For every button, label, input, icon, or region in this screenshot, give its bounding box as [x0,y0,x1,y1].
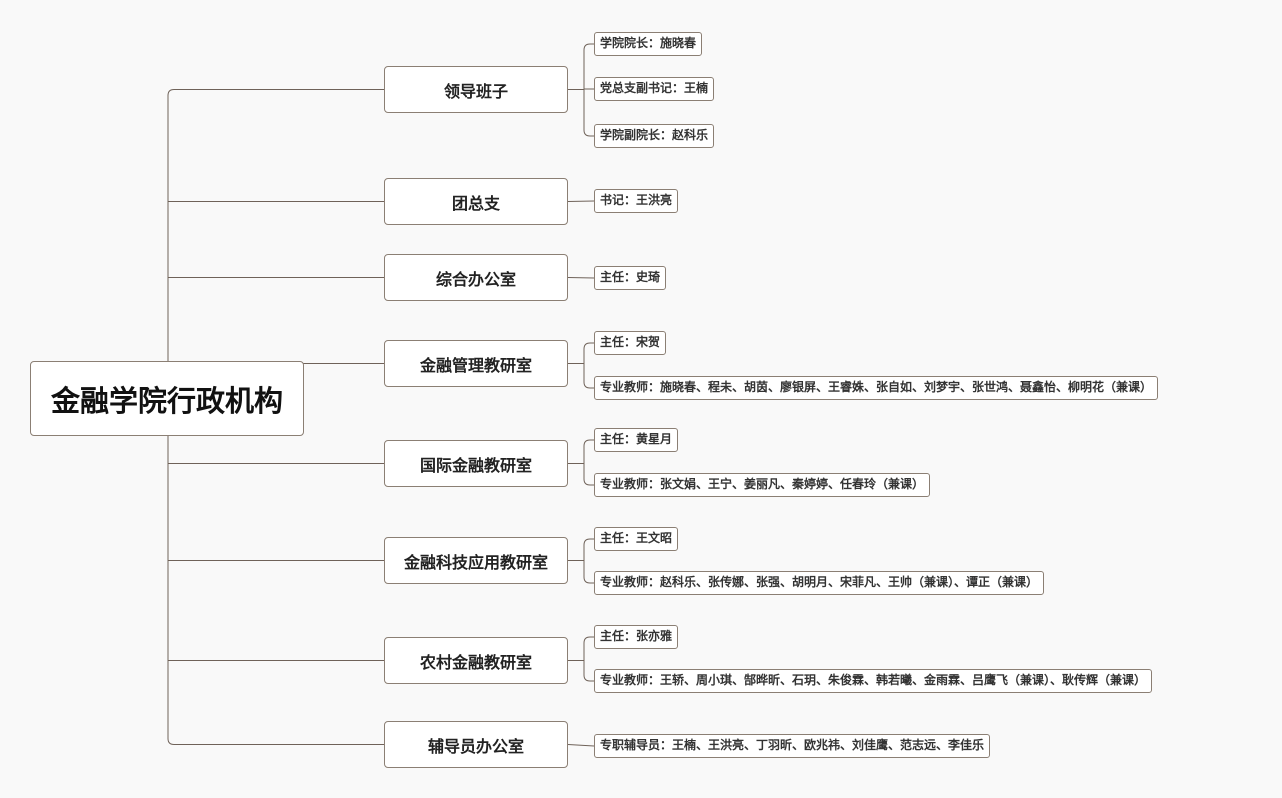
leaf-teachers: 专业教师：赵科乐、张传娜、张强、胡明月、宋菲凡、王帅（兼课）、谭正（兼课） [594,571,1045,595]
connector-leaf-line [583,129,594,137]
branch-node-counselor-office: 辅导员办公室 [384,721,568,768]
branch-node-international-finance: 国际金融教研室 [384,440,568,487]
leaf-dean: 学院院长：施晓春 [594,32,703,56]
connector-leaf-line [583,576,594,584]
connector-leaf-line [583,538,594,546]
root-node: 金融学院行政机构 [30,361,304,436]
connector-leaf-line [583,342,594,350]
branch-node-general-office: 综合办公室 [384,254,568,301]
leaf-teachers: 专业教师：张文娟、王宁、姜丽凡、秦婷婷、任春玲（兼课） [594,473,931,497]
connector-leaf-line [567,744,595,747]
leaf-office-director: 主任：史琦 [594,266,667,290]
connector-leaf-line [567,200,595,202]
connector-leaf-line [567,277,595,279]
branch-node-fintech: 金融科技应用教研室 [384,537,568,584]
connector-leaf-line [583,439,594,447]
leaf-vice-dean: 学院副院长：赵科乐 [594,124,715,148]
branch-node-leadership: 领导班子 [384,66,568,113]
leaf-director: 主任：王文昭 [594,527,679,551]
leaf-director: 主任：黄星月 [594,428,679,452]
branch-node-youth-league: 团总支 [384,178,568,225]
branch-node-rural-finance: 农村金融教研室 [384,637,568,684]
connector-leaf-line [583,674,594,682]
branch-node-finance-management: 金融管理教研室 [384,340,568,387]
leaf-teachers: 专业教师：王轿、周小琪、郜晔昕、石玥、朱俊霖、韩若曦、金雨霖、吕鹰飞（兼课）、耿… [594,669,1153,693]
connector-leaf-line [583,381,594,389]
leaf-league-secretary: 书记：王洪亮 [594,189,679,213]
leaf-teachers: 专业教师：施晓春、程未、胡茵、廖银屏、王睿姝、张自如、刘梦宇、张世鸿、聂鑫怡、柳… [594,376,1159,400]
leaf-director: 主任：宋贺 [594,331,667,355]
connector-branch-line [167,738,384,745]
connector-leaf-line [583,43,594,51]
leaf-director: 主任：张亦雅 [594,625,679,649]
connector-leaf-line [583,478,594,486]
connector-branch-line [167,89,384,96]
leaf-party-deputy-secretary: 党总支副书记：王楠 [594,77,715,101]
leaf-counselors: 专职辅导员：王楠、王洪亮、丁羽昕、欧兆祎、刘佳鹰、范志远、李佳乐 [594,734,991,758]
connector-leaf-line [583,636,594,644]
